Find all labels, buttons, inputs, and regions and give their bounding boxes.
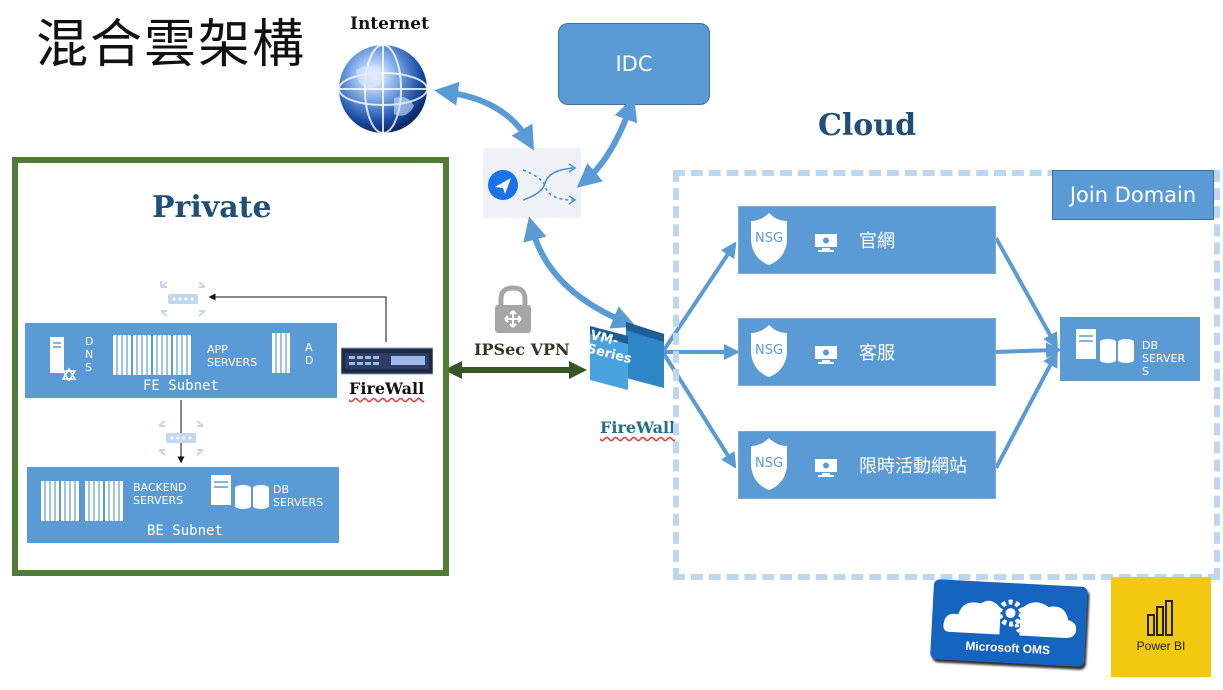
dns-label: D N S [85,335,94,374]
monitor-icon [815,234,837,252]
switch-icon [158,420,204,456]
nsg-shield-icon [751,325,787,377]
idc-label: IDC [615,52,653,76]
internet-globe-icon [338,44,428,134]
cloud-db-box: DB SERVER S [1060,317,1200,381]
power-bi-logo: Power BI [1111,577,1211,677]
power-bi-icon [1147,600,1173,636]
ad-server-icon [272,333,290,373]
web-app-box: NSG 官網 [738,206,996,274]
backend-servers-icon [41,481,123,521]
router-icon [488,163,577,205]
monitor-icon [815,459,837,477]
cloud-firewall-label: FireWall [600,418,676,437]
app-servers-icon [113,335,191,375]
app-servers-label: APP SERVERS [207,343,258,369]
db-servers-icon [1076,329,1134,363]
oms-cloud-gear-icon [943,599,1077,638]
db-servers-icon [211,475,269,509]
ad-label: A D [305,341,314,367]
db-servers-label: DB SERVERS [273,483,324,509]
power-bi-label: Power BI [1136,639,1186,653]
nsg-shield-icon [751,438,787,490]
microsoft-oms-logo: Microsoft OMS [930,579,1088,667]
monitor-icon [815,346,837,364]
be-subnet-name: BE Subnet [147,523,223,539]
web-app-box: NSG 限時活動網站 [738,431,996,499]
diagram-title: 混合雲架構 [36,15,307,75]
web-app-label: 限時活動網站 [859,456,967,477]
firewall-appliance-icon [341,347,433,375]
fe-subnet-name: FE Subnet [143,378,219,394]
join-domain-label: Join Domain [1069,183,1197,207]
cloud-label: Cloud [818,108,917,143]
backend-servers-label: BACKEND SERVERS [133,481,187,507]
switch-icon [160,281,206,317]
nsg-shield-icon [751,213,787,265]
private-firewall-label: FireWall [349,379,425,398]
web-app-label: 客服 [859,343,895,364]
cloud-db-label: DB SERVER S [1142,339,1186,378]
nsg-label: NSG [754,456,784,471]
ipsec-vpn-label: IPSec VPN [474,340,570,359]
web-app-box: NSG 客服 [738,318,996,386]
web-app-label: 官網 [859,231,895,252]
dns-server-icon [50,337,77,381]
be-subnet-box: BACKEND SERVERS DB SERVERS BE Subnet [27,467,339,543]
lock-icon [495,285,531,333]
cloud-network-box [673,170,1220,580]
nsg-label: NSG [754,343,784,358]
fe-subnet-box: D N S APP SERVERS A D FE Subnet [25,323,337,398]
router-tile [483,148,581,218]
join-domain-box: Join Domain [1052,170,1214,220]
private-network-box [12,157,449,576]
private-label: Private [152,190,272,225]
nsg-label: NSG [754,231,784,246]
vm-series-firewall-icon [590,322,664,390]
internet-label: Internet [350,14,429,34]
